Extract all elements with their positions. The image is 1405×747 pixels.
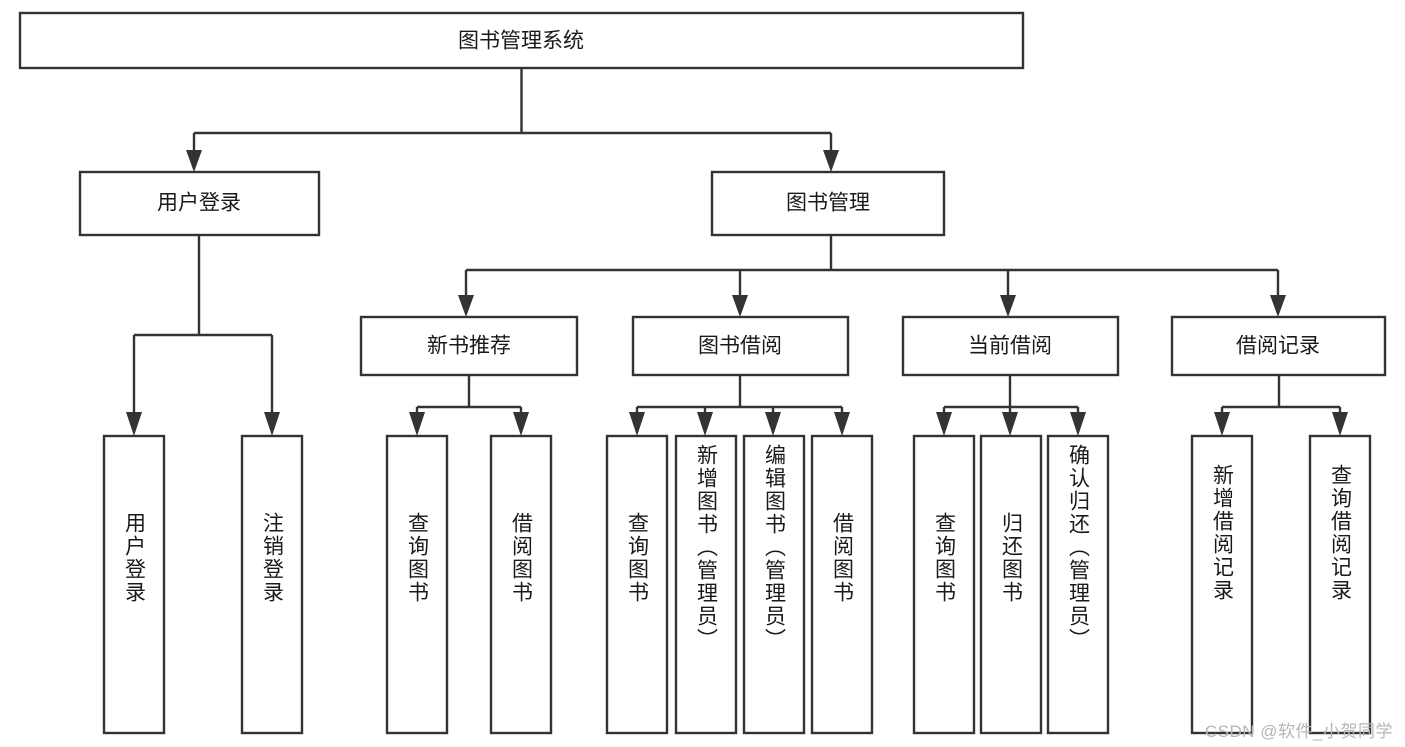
leaf-box-br-add-record[interactable] (1190, 434, 1254, 735)
leaf-box-bb-edit-book[interactable] (742, 434, 806, 735)
leaf-box-cb-return-book[interactable] (979, 434, 1043, 735)
leaf-box-br-query-record[interactable] (1308, 434, 1372, 735)
arrow-leaf-cb-query (936, 412, 952, 436)
node-book-management-label: 图书管理 (786, 192, 870, 215)
arrow-leaf-user-login (126, 412, 142, 436)
node-root-box[interactable] (18, 11, 1025, 70)
arrow-to-new-book (458, 295, 474, 317)
leaf-box-nb-borrow-book[interactable] (489, 434, 553, 735)
node-book-management[interactable]: 图书管理 (710, 170, 946, 237)
arrow-to-book-borrow (732, 295, 748, 317)
edges-group (126, 68, 1348, 436)
arrow-to-current-borrow (1000, 295, 1016, 317)
arrow-leaf-bb-edit (765, 412, 781, 436)
node-new-book-recommend[interactable]: 新书推荐 (359, 315, 579, 377)
node-new-book-recommend-box[interactable] (359, 315, 579, 377)
node-book-management-box[interactable] (710, 170, 946, 237)
arrow-leaf-bb-query (629, 412, 645, 436)
arrow-leaf-logout (264, 412, 280, 436)
leaf-box-bb-query-book[interactable] (605, 434, 669, 735)
node-root[interactable]: 图书管理系统 (18, 11, 1025, 70)
arrow-leaf-cb-return (1002, 412, 1018, 436)
arrow-to-book-mgmt (823, 150, 839, 172)
arrow-leaf-bb-add (697, 412, 713, 436)
node-book-borrow-box[interactable] (631, 315, 850, 377)
node-new-book-recommend-label: 新书推荐 (427, 335, 511, 358)
node-borrow-record-box[interactable] (1170, 315, 1387, 377)
node-current-borrow-label: 当前借阅 (968, 335, 1052, 358)
arrow-to-borrow-record (1270, 295, 1286, 317)
arrow-leaf-br-add (1214, 412, 1230, 436)
nodes-group: 图书管理系统 用户登录 图书管理 新书推荐 图书借阅 当前 (18, 11, 1387, 735)
arrow-leaf-cb-confirm (1070, 412, 1086, 436)
arrow-leaf-newbook-query (409, 412, 425, 436)
leaf-box-user-login[interactable] (102, 434, 166, 735)
node-root-label: 图书管理系统 (458, 30, 584, 53)
node-user-login[interactable]: 用户登录 (78, 170, 321, 237)
arrow-leaf-br-query (1332, 412, 1348, 436)
node-borrow-record[interactable]: 借阅记录 (1170, 315, 1387, 377)
leaf-box-cb-query-book[interactable] (912, 434, 976, 735)
leaf-box-bb-add-book[interactable] (674, 434, 738, 735)
leaf-box-nb-query-book[interactable] (385, 434, 449, 735)
leaf-box-bb-borrow-book[interactable] (810, 434, 874, 735)
leaf-box-logout[interactable] (240, 434, 304, 735)
arrow-leaf-newbook-borrow (513, 412, 529, 436)
leaf-box-cb-confirm-return[interactable] (1046, 434, 1110, 735)
node-book-borrow-label: 图书借阅 (698, 335, 782, 358)
csdn-watermark: CSDN @软件_小贺同学 (1204, 722, 1393, 741)
node-borrow-record-label: 借阅记录 (1236, 335, 1320, 358)
node-book-borrow[interactable]: 图书借阅 (631, 315, 850, 377)
node-current-borrow[interactable]: 当前借阅 (901, 315, 1120, 377)
node-current-borrow-box[interactable] (901, 315, 1120, 377)
arrow-to-user-login (186, 150, 202, 172)
node-user-login-box[interactable] (78, 170, 321, 237)
arrow-leaf-bb-borrow (834, 412, 850, 436)
node-user-login-label: 用户登录 (157, 192, 241, 215)
